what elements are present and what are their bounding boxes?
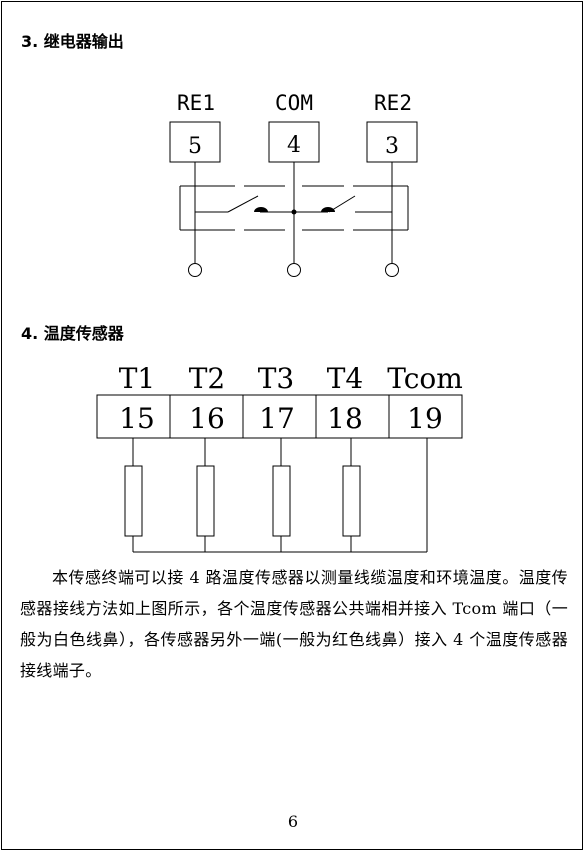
relay-terminal-label-re1: RE1 [177,91,215,115]
temp-sensor-resistors [124,465,361,537]
temp-terminal-label-t3: T3 [258,362,295,395]
section-heading-temperature-sensor: 4. 温度传感器 [21,324,124,343]
temperature-sensor-description: 本传感终端可以接 4 路温度传感器以测量线缆温度和环境温度。温度传感器接线方法如… [20,568,568,680]
relay-switch-body [179,185,409,231]
temp-sensor-wiring [132,438,428,553]
relay-contact-dots [254,207,335,215]
relay-terminal-label-com: COM [275,91,313,115]
section-heading-relay-output: 3. 继电器输出 [21,32,124,51]
temp-terminal-number-19: 19 [407,402,443,435]
temp-terminal-label-t1: T1 [119,362,156,395]
relay-wiring-diagram: RE1 COM RE2 5 4 3 [169,91,418,277]
temp-terminal-label-t2: T2 [189,362,226,395]
temp-terminal-number-18: 18 [327,402,363,435]
temp-terminal-number-16: 16 [189,402,225,435]
temp-terminal-block [96,394,463,439]
temp-terminal-number-17: 17 [259,402,295,435]
relay-terminal-number-4: 4 [287,133,301,158]
page-number: 6 [287,812,299,831]
relay-terminal-label-re2: RE2 [374,91,412,115]
temp-terminal-number-15: 15 [119,402,155,435]
relay-terminal-circles [188,263,399,277]
temp-terminal-label-t4: T4 [327,362,364,395]
relay-terminal-number-5: 5 [188,134,202,159]
relay-terminal-number-3: 3 [385,134,399,159]
temp-terminal-label-tcom: Tcom [387,362,463,395]
temperature-wiring-diagram: T1 T2 T3 T4 Tcom 15 16 17 18 19 [96,362,463,553]
